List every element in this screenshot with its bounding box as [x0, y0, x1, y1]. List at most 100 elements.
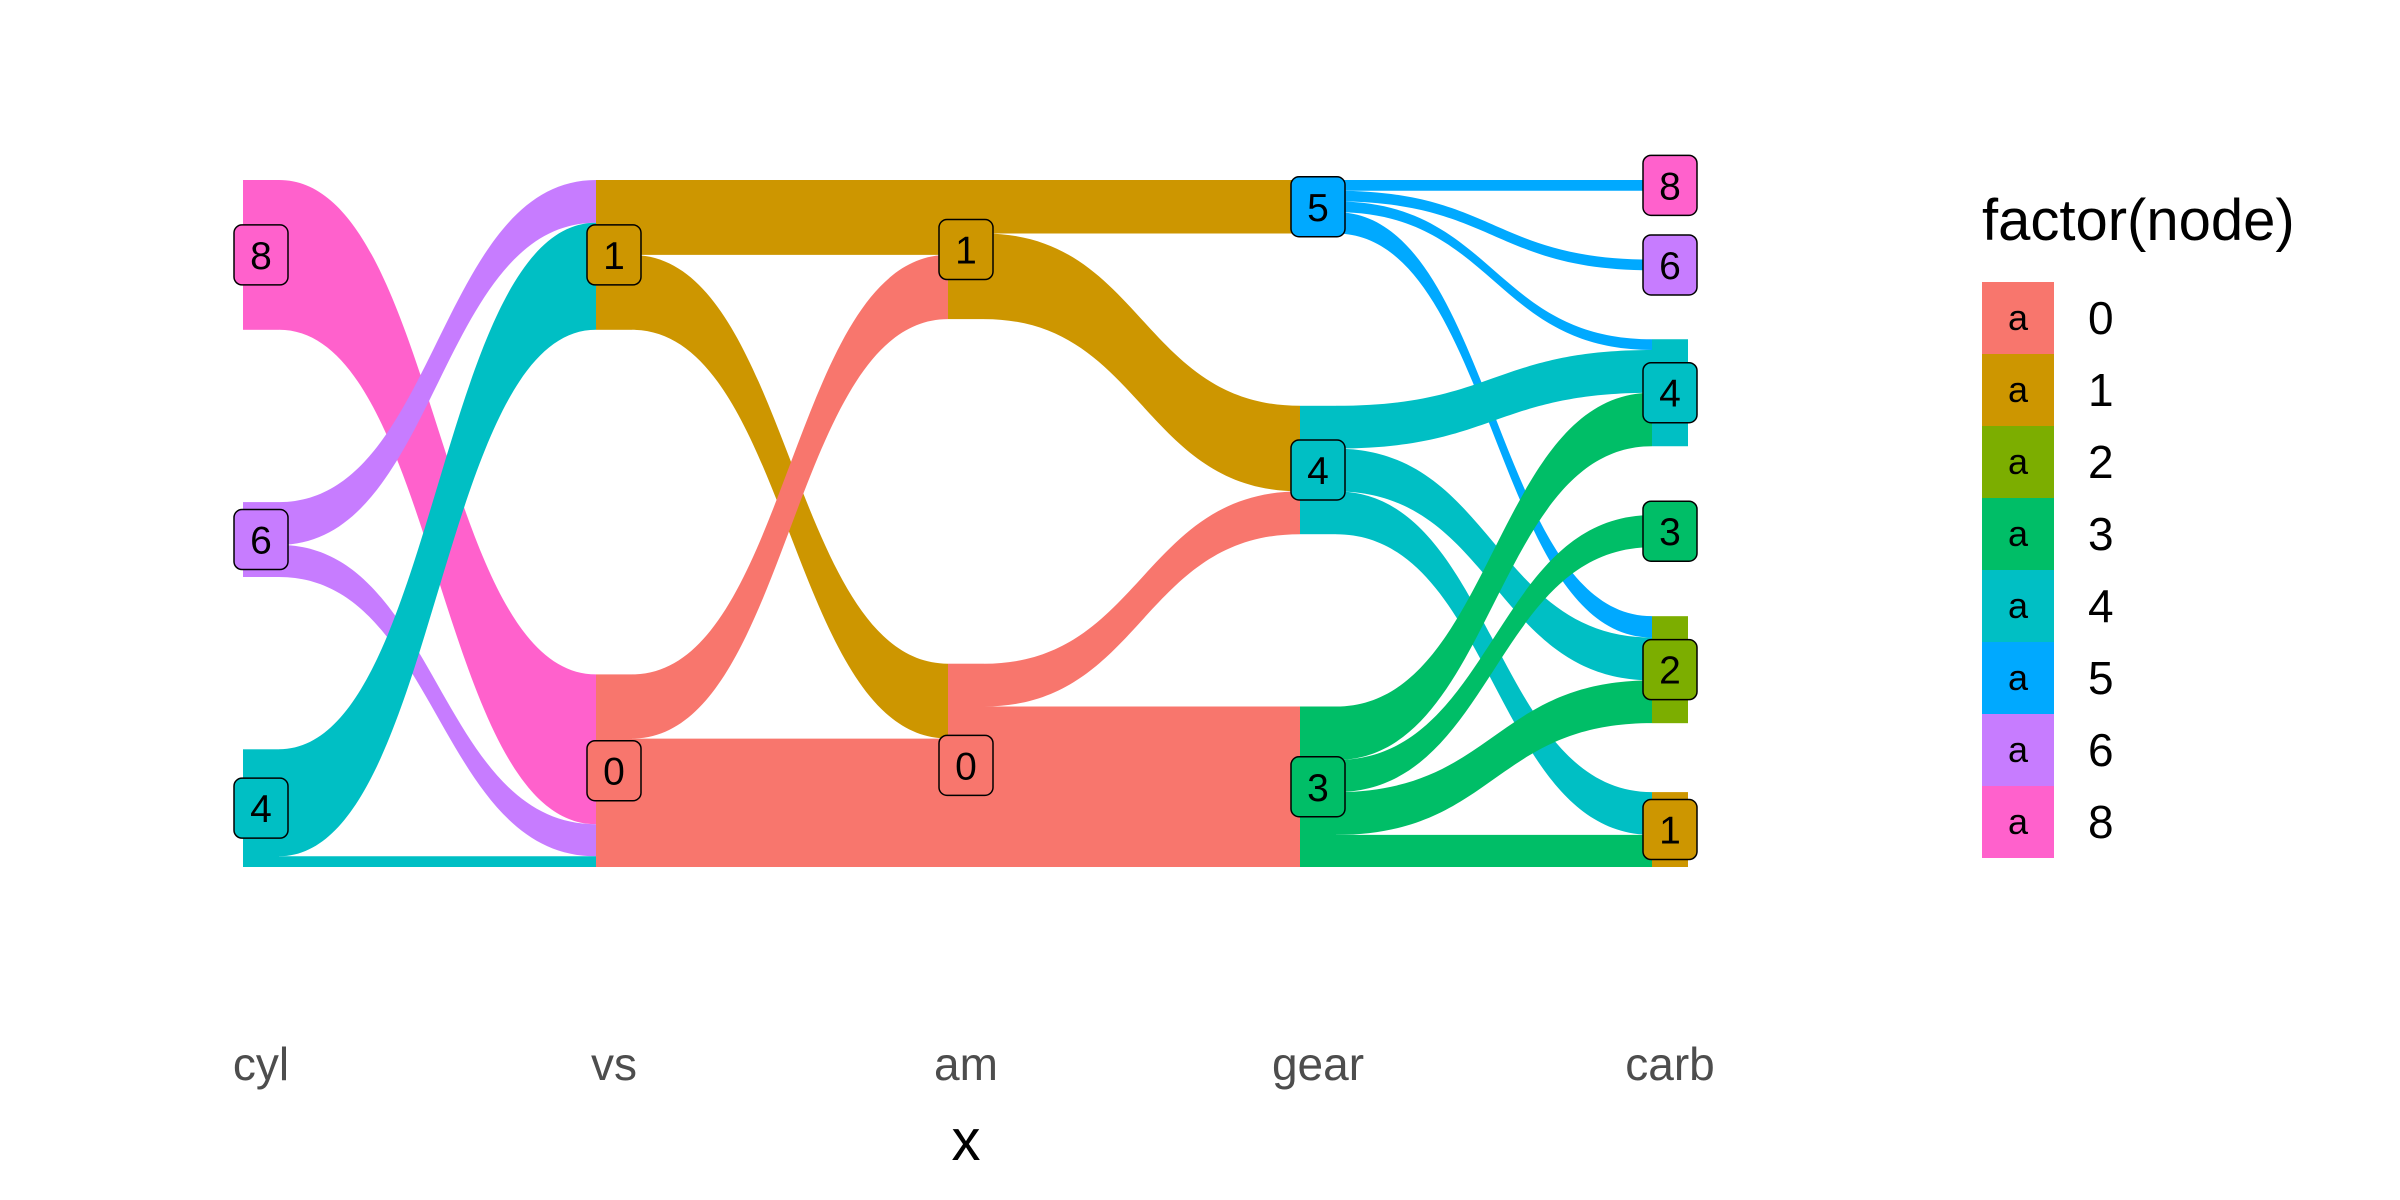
- label-box: [1642, 500, 1698, 562]
- node-labels-layer: 8 6 4 1 0 1 0 5 4 3 8 6 4 3 2 1: [233, 154, 1698, 861]
- flow-gear-4-to-4: [1336, 349, 1652, 449]
- stratum-label-carb-1: 1: [1642, 798, 1698, 861]
- label-box: [233, 224, 289, 286]
- stratum-label-carb-4: 4: [1642, 361, 1698, 424]
- stratum-label-cyl-8: 8: [233, 224, 289, 286]
- x-tick-cyl: cyl: [233, 1038, 289, 1090]
- label-text: 3: [1307, 767, 1329, 810]
- label-text: 6: [1659, 245, 1681, 288]
- label-text: 4: [1307, 450, 1329, 493]
- legend-key: [1982, 786, 2054, 858]
- label-box: [1290, 176, 1346, 238]
- stratum-label-am-0: 0: [938, 734, 994, 797]
- legend-key-glyph: a: [2008, 441, 2029, 482]
- stratum-label-carb-2: 2: [1642, 638, 1698, 701]
- legend-label: 3: [2088, 508, 2114, 560]
- x-tick-am: am: [934, 1038, 998, 1090]
- stratum-label-cyl-6: 6: [233, 508, 289, 571]
- label-box: [233, 777, 289, 839]
- x-tick-gear: gear: [1272, 1038, 1364, 1090]
- flow-gear-5-to-6: [1336, 190, 1652, 271]
- label-text: 1: [955, 230, 977, 273]
- label-box: [1642, 798, 1698, 861]
- flow-gear-5-to-8: [1336, 180, 1652, 191]
- legend-label: 5: [2088, 652, 2114, 704]
- label-text: 4: [250, 788, 272, 831]
- flow-gear-5-to-2: [1336, 212, 1652, 638]
- label-box: [1642, 361, 1698, 424]
- stratum-label-carb-8: 8: [1642, 154, 1698, 217]
- label-box: [586, 224, 642, 286]
- legend-key: [1982, 282, 2054, 354]
- label-text: 1: [1659, 810, 1681, 853]
- flow-gear-3-to-3: [1336, 515, 1652, 793]
- label-box: [938, 218, 994, 281]
- x-tick-vs: vs: [591, 1038, 637, 1090]
- flow-cyl-6-to-0: [279, 544, 596, 857]
- legend-key: [1982, 426, 2054, 498]
- x-axis-title: x: [952, 1108, 981, 1173]
- legend-label: 0: [2088, 292, 2114, 344]
- label-box: [1290, 439, 1346, 501]
- legend-label: 6: [2088, 724, 2114, 776]
- label-box: [1642, 234, 1698, 296]
- legend-title: factor(node): [1982, 188, 2295, 253]
- legend-key: [1982, 570, 2054, 642]
- label-text: 1: [603, 235, 625, 278]
- flow-cyl-4-to-0: [279, 856, 596, 867]
- label-text: 4: [1659, 373, 1681, 416]
- label-text: 3: [1659, 511, 1681, 554]
- flow-vs-0-to-0: [632, 738, 948, 867]
- label-text: 2: [1659, 650, 1681, 693]
- flow-cyl-6-to-1: [279, 180, 596, 545]
- legend-label: 8: [2088, 796, 2114, 848]
- label-box: [233, 508, 289, 571]
- stratum-label-gear-3: 3: [1290, 756, 1346, 818]
- flow-am-1-to-4: [984, 233, 1300, 492]
- legend-key-glyph: a: [2008, 801, 2029, 842]
- label-box: [1642, 638, 1698, 701]
- label-text: 0: [603, 751, 625, 794]
- label-box: [1642, 154, 1698, 217]
- flow-am-1-to-5: [984, 180, 1300, 234]
- flow-vs-0-to-1: [632, 254, 948, 739]
- label-text: 8: [250, 235, 272, 278]
- label-text: 5: [1307, 187, 1329, 230]
- legend-key-glyph: a: [2008, 585, 2029, 626]
- legend-key-glyph: a: [2008, 297, 2029, 338]
- flow-am-0-to-4: [984, 491, 1300, 707]
- legend-label: 2: [2088, 436, 2114, 488]
- legend-key: [1982, 354, 2054, 426]
- stratum-label-vs-1: 1: [586, 224, 642, 286]
- legend-label: 1: [2088, 364, 2114, 416]
- stratum-label-carb-6: 6: [1642, 234, 1698, 296]
- stratum-label-am-1: 1: [938, 218, 994, 281]
- flow-vs-1-to-1: [632, 180, 948, 255]
- flow-gear-5-to-4: [1336, 201, 1652, 350]
- label-text: 8: [1659, 165, 1681, 208]
- legend-key-glyph: a: [2008, 369, 2029, 410]
- stratum-label-gear-4: 4: [1290, 439, 1346, 501]
- legend-key: [1982, 498, 2054, 570]
- x-tick-carb: carb: [1625, 1038, 1714, 1090]
- flow-cyl-4-to-1: [279, 222, 596, 857]
- x-axis: cyl vs am gear carb: [233, 1038, 1715, 1090]
- stratum-label-cyl-4: 4: [233, 777, 289, 839]
- stratum-label-gear-5: 5: [1290, 176, 1346, 238]
- legend-key: [1982, 714, 2054, 786]
- stratum-label-carb-3: 3: [1642, 500, 1698, 562]
- label-box: [1290, 756, 1346, 818]
- legend-key-glyph: a: [2008, 657, 2029, 698]
- legend-key-glyph: a: [2008, 729, 2029, 770]
- flow-gear-3-to-4: [1336, 392, 1652, 760]
- label-box: [586, 739, 642, 802]
- legend-key-glyph: a: [2008, 513, 2029, 554]
